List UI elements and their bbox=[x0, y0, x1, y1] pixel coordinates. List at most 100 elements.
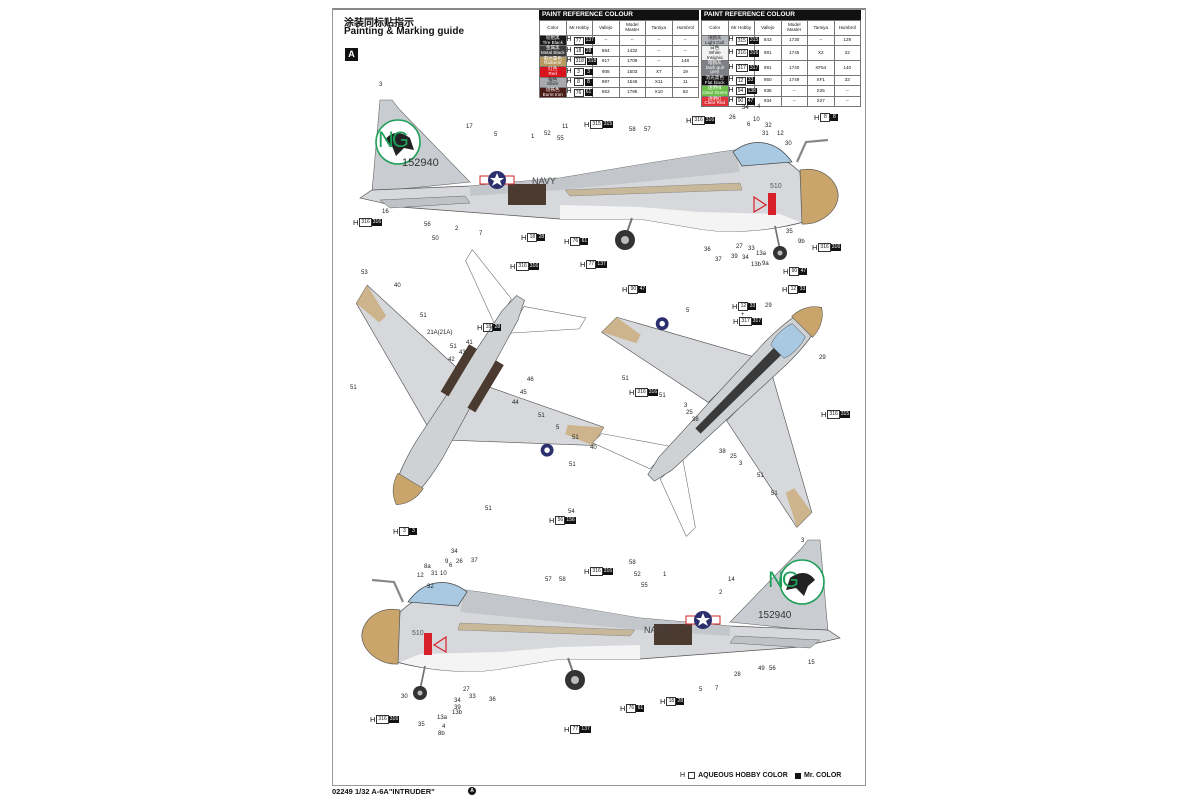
aqueous-code: 316 bbox=[359, 218, 372, 227]
callout-number: 3 bbox=[801, 538, 805, 544]
modex-top: 510 bbox=[770, 183, 782, 190]
mr-color-code: 47 bbox=[638, 285, 647, 294]
aqueous-code: 12 bbox=[735, 76, 746, 85]
legend-mr-label: Mr. COLOR bbox=[804, 772, 842, 779]
h-prefix: H bbox=[782, 285, 788, 294]
callout-number: 10 bbox=[753, 117, 760, 123]
h-prefix: H bbox=[686, 116, 692, 125]
aqueous-code: 94 bbox=[735, 87, 746, 96]
navy-text-bottom: NAVY bbox=[644, 625, 668, 635]
aqueous-code: 77 bbox=[573, 36, 584, 45]
h-prefix: H bbox=[370, 715, 376, 724]
mr-color-code: 317 bbox=[751, 317, 763, 326]
callout-number: 40 bbox=[394, 283, 401, 289]
callout-number: 13a bbox=[756, 251, 767, 257]
callout-number: 51 bbox=[350, 385, 357, 391]
callout-number: 25 bbox=[730, 454, 737, 460]
h-prefix: H bbox=[814, 113, 820, 122]
mr-color-code: 316 bbox=[748, 50, 760, 57]
callout-number: 4 bbox=[757, 104, 761, 110]
aqueous-code: 317 bbox=[739, 317, 752, 326]
color-name: Burnt Iron bbox=[542, 91, 563, 97]
color-name: Metal Black bbox=[540, 50, 565, 56]
callout-number: 32 bbox=[765, 123, 772, 129]
callout-number: 51 bbox=[771, 491, 778, 497]
color-name: Silver bbox=[547, 81, 559, 87]
callout-number: 34 bbox=[454, 698, 461, 704]
callout-number: 42 bbox=[448, 357, 455, 363]
plan-view-upper bbox=[541, 209, 920, 588]
color-name-cn: 红色 bbox=[548, 66, 558, 72]
mr-color-code: 137 bbox=[596, 260, 607, 269]
aqueous-code: 316 bbox=[635, 388, 648, 397]
h-prefix: H bbox=[564, 237, 570, 246]
page-title: Painting & Marking guide bbox=[344, 26, 465, 37]
legend-aqueous: H AQUEOUS HOBBY COLOR bbox=[680, 772, 788, 779]
mr-color-code: 318 bbox=[586, 58, 598, 65]
legend-swatch-icon bbox=[688, 772, 696, 779]
callout-number: 3 bbox=[684, 403, 688, 409]
modex-bottom: 510 bbox=[412, 630, 424, 637]
mr-color-code: 47 bbox=[799, 267, 808, 276]
callout-number: 2 bbox=[455, 226, 459, 232]
callout-number: 13b bbox=[452, 710, 463, 716]
aqueous-code: 56 bbox=[555, 516, 566, 525]
navy-text-top: NAVY bbox=[532, 176, 556, 186]
callout-number: 34 bbox=[742, 105, 749, 111]
color-name-cn: 雷达罩色 bbox=[543, 55, 562, 61]
callout-number: 30 bbox=[401, 694, 408, 700]
callout-number: 34 bbox=[451, 549, 458, 555]
legend-black-swatch-icon bbox=[795, 772, 801, 779]
callout-number: 30 bbox=[785, 141, 792, 147]
callout-number: 33 bbox=[469, 694, 476, 700]
callout-number: 39 bbox=[731, 254, 738, 260]
callout-number: 37 bbox=[715, 257, 722, 263]
color-name-cn: 浅鸥灰 bbox=[707, 35, 722, 41]
callout-number: 5 bbox=[556, 425, 560, 431]
callout-number: 4 bbox=[442, 724, 446, 730]
aqueous-code: 315 bbox=[735, 36, 748, 45]
callout-number: 56 bbox=[769, 666, 776, 672]
mr-color-code: 316 bbox=[371, 218, 383, 227]
h-prefix: H bbox=[732, 302, 738, 311]
callout-number: 52 bbox=[634, 572, 641, 578]
color-name-cn: 金属黑 bbox=[545, 45, 560, 51]
aqueous-code: 12 bbox=[738, 302, 749, 311]
serial-bottom: 152940 bbox=[758, 610, 792, 621]
callout-number: 11 bbox=[562, 124, 569, 130]
callout-number: 29 bbox=[765, 303, 772, 309]
callout-number: 27 bbox=[736, 244, 743, 250]
mr-color-code: 47 bbox=[746, 98, 755, 105]
aqueous-code: 76 bbox=[573, 88, 584, 97]
callout-number: 37 bbox=[471, 558, 478, 564]
h-prefix: H bbox=[580, 260, 586, 269]
footer-section-badge: A bbox=[468, 787, 476, 795]
aqueous-code: 316 bbox=[376, 715, 389, 724]
mr-color-code: 61 bbox=[580, 237, 589, 246]
callout-number: 21A(21A) bbox=[427, 330, 453, 336]
mr-color-code: 3 bbox=[584, 68, 593, 76]
color-name: Tire Black bbox=[542, 39, 563, 45]
color-name-cn: 消光黑色 bbox=[705, 75, 724, 81]
callout-number: 5 bbox=[686, 308, 690, 314]
callout-number: 39 bbox=[454, 705, 461, 711]
aqueous-code: 3 bbox=[399, 527, 410, 536]
callout-number: 51 bbox=[450, 344, 457, 350]
mr-color-code: 316 bbox=[388, 715, 400, 724]
aqueous-code: 77 bbox=[570, 725, 581, 734]
callout-number: 53 bbox=[361, 270, 368, 276]
legend-aqueous-label: AQUEOUS HOBBY COLOR bbox=[698, 772, 788, 779]
color-name: Radome bbox=[544, 60, 562, 66]
